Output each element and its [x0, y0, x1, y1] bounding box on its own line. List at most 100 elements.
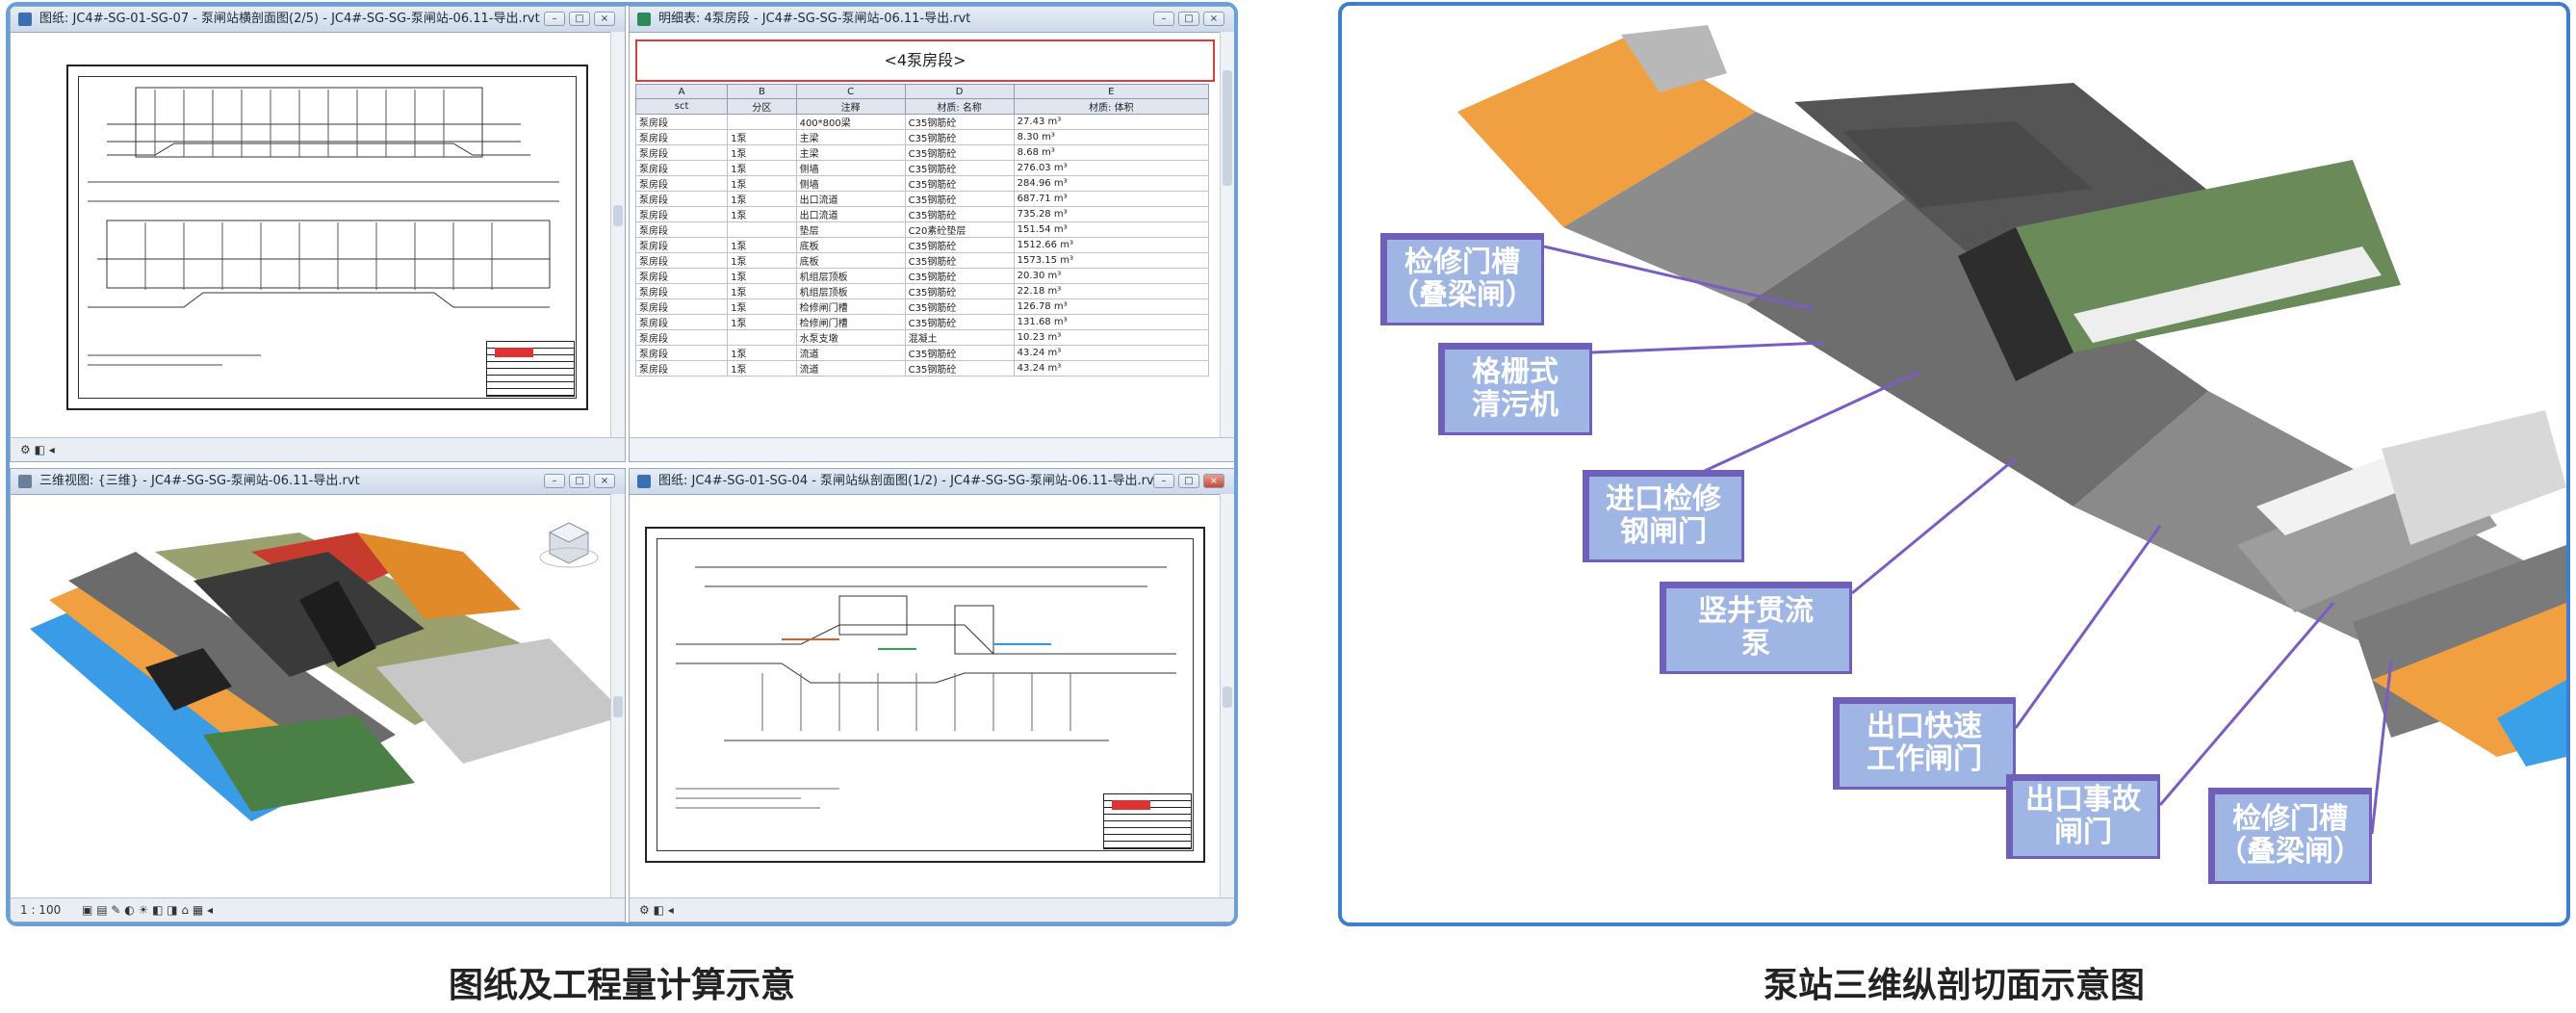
minimize-button[interactable]: – — [544, 474, 565, 488]
table-cell[interactable]: C35钢筋砼 — [904, 283, 1015, 299]
maximize-button[interactable]: □ — [569, 474, 590, 488]
table-cell[interactable]: 泵房段 — [634, 252, 729, 269]
schedule-window[interactable]: 明细表: 4泵房段 - JC4#-SG-SG-泵闸站-06.11-导出.rvt … — [629, 6, 1234, 462]
table-cell[interactable]: 126.78 m³ — [1013, 299, 1210, 315]
window-titlebar[interactable]: 明细表: 4泵房段 - JC4#-SG-SG-泵闸站-06.11-导出.rvt — [630, 7, 1234, 33]
table-cell[interactable]: 400*800梁 — [795, 114, 906, 130]
horizontal-scrollbar[interactable] — [630, 437, 1234, 461]
table-cell[interactable]: 垫层 — [795, 221, 906, 238]
table-cell[interactable]: 水泵支墩 — [795, 329, 906, 346]
table-cell[interactable]: 泵房段 — [634, 206, 729, 222]
table-cell[interactable]: C20素砼垫层 — [904, 221, 1015, 238]
close-button[interactable]: × — [594, 12, 615, 26]
table-cell[interactable]: 泵房段 — [634, 175, 729, 192]
table-cell[interactable]: 1泵 — [727, 237, 797, 253]
table-cell[interactable]: 20.30 m³ — [1013, 268, 1210, 284]
maximize-button[interactable]: □ — [569, 12, 590, 26]
table-cell[interactable]: 泵房段 — [634, 345, 729, 361]
table-cell[interactable]: 泵房段 — [634, 129, 729, 145]
maximize-button[interactable]: □ — [1178, 474, 1199, 488]
table-cell[interactable]: 主梁 — [795, 129, 906, 145]
view-control-icons[interactable]: ⚙ ◧ ◂ — [20, 443, 55, 456]
table-cell[interactable]: 1573.15 m³ — [1013, 252, 1210, 269]
maximize-button[interactable]: □ — [1178, 12, 1199, 26]
table-cell[interactable]: 22.18 m³ — [1013, 283, 1210, 299]
table-cell[interactable]: C35钢筋砼 — [904, 191, 1015, 207]
table-cell[interactable]: 泵房段 — [634, 299, 729, 315]
table-cell[interactable]: 1泵 — [727, 268, 797, 284]
table-cell[interactable]: 8.30 m³ — [1013, 129, 1210, 145]
table-cell[interactable]: 流道 — [795, 345, 906, 361]
close-button[interactable]: × — [594, 474, 615, 488]
vertical-scrollbar[interactable] — [1220, 494, 1234, 898]
table-cell[interactable]: 出口流道 — [795, 191, 906, 207]
table-cell[interactable]: 284.96 m³ — [1013, 175, 1210, 192]
table-cell[interactable]: 泵房段 — [634, 160, 729, 176]
table-cell[interactable]: 1泵 — [727, 175, 797, 192]
table-cell[interactable]: 1泵 — [727, 206, 797, 222]
column-header[interactable]: sct — [634, 98, 729, 115]
table-cell[interactable]: C35钢筋砼 — [904, 160, 1015, 176]
column-header[interactable]: 材质: 体积 — [1013, 98, 1210, 115]
table-cell[interactable]: 主梁 — [795, 144, 906, 161]
table-cell[interactable]: 1泵 — [727, 345, 797, 361]
column-letter[interactable]: E — [1013, 84, 1210, 99]
table-cell[interactable]: 泵房段 — [634, 314, 729, 330]
table-cell[interactable]: 1512.66 m³ — [1013, 237, 1210, 253]
table-cell[interactable]: 1泵 — [727, 360, 797, 377]
table-cell[interactable]: 泵房段 — [634, 283, 729, 299]
table-cell[interactable]: 机组层顶板 — [795, 283, 906, 299]
table-cell[interactable]: 泵房段 — [634, 191, 729, 207]
table-cell[interactable]: C35钢筋砼 — [904, 252, 1015, 269]
column-header[interactable]: 注释 — [795, 98, 906, 115]
table-cell[interactable]: 机组层顶板 — [795, 268, 906, 284]
table-cell[interactable]: C35钢筋砼 — [904, 144, 1015, 161]
minimize-button[interactable]: – — [544, 12, 565, 26]
window-titlebar[interactable]: 图纸: JC4#-SG-01-SG-04 - 泵闸站纵剖面图(1/2) - JC… — [630, 469, 1234, 495]
table-cell[interactable]: 1泵 — [727, 299, 797, 315]
table-cell[interactable]: 出口流道 — [795, 206, 906, 222]
vertical-scrollbar[interactable] — [1220, 32, 1234, 438]
table-cell[interactable] — [727, 329, 797, 346]
table-cell[interactable]: 混凝土 — [904, 329, 1015, 346]
table-cell[interactable]: C35钢筋砼 — [904, 114, 1015, 130]
column-letter[interactable]: D — [904, 84, 1015, 99]
column-header[interactable]: 材质: 名称 — [904, 98, 1015, 115]
column-letter[interactable]: A — [634, 84, 729, 99]
column-header[interactable]: 分区 — [727, 98, 797, 115]
sheet-window-longitudinal-section[interactable]: 图纸: JC4#-SG-01-SG-04 - 泵闸站纵剖面图(1/2) - JC… — [629, 468, 1234, 922]
table-cell[interactable]: 泵房段 — [634, 221, 729, 238]
table-cell[interactable]: C35钢筋砼 — [904, 175, 1015, 192]
table-cell[interactable]: 10.23 m³ — [1013, 329, 1210, 346]
close-button[interactable]: × — [1203, 12, 1224, 26]
table-cell[interactable]: 底板 — [795, 237, 906, 253]
vertical-scrollbar[interactable] — [610, 494, 625, 898]
table-cell[interactable]: 276.03 m³ — [1013, 160, 1210, 176]
table-cell[interactable]: 泵房段 — [634, 144, 729, 161]
table-cell[interactable]: C35钢筋砼 — [904, 237, 1015, 253]
view-control-icons[interactable]: ▣ ▤ ✎ ◐ ☀ ◧ ◨ ⌂ ▦ ◂ — [82, 903, 213, 917]
table-cell[interactable]: 43.24 m³ — [1013, 345, 1210, 361]
table-cell[interactable]: 1泵 — [727, 129, 797, 145]
table-cell[interactable]: 8.68 m³ — [1013, 144, 1210, 161]
table-cell[interactable]: C35钢筋砼 — [904, 299, 1015, 315]
table-cell[interactable]: 151.54 m³ — [1013, 221, 1210, 238]
table-cell[interactable]: 泵房段 — [634, 329, 729, 346]
view-control-icons[interactable]: ⚙ ◧ ◂ — [639, 903, 674, 917]
table-cell[interactable]: 检修闸门槽 — [795, 314, 906, 330]
table-cell[interactable]: 泵房段 — [634, 268, 729, 284]
table-cell[interactable]: C35钢筋砼 — [904, 360, 1015, 377]
table-cell[interactable]: 侧墙 — [795, 175, 906, 192]
